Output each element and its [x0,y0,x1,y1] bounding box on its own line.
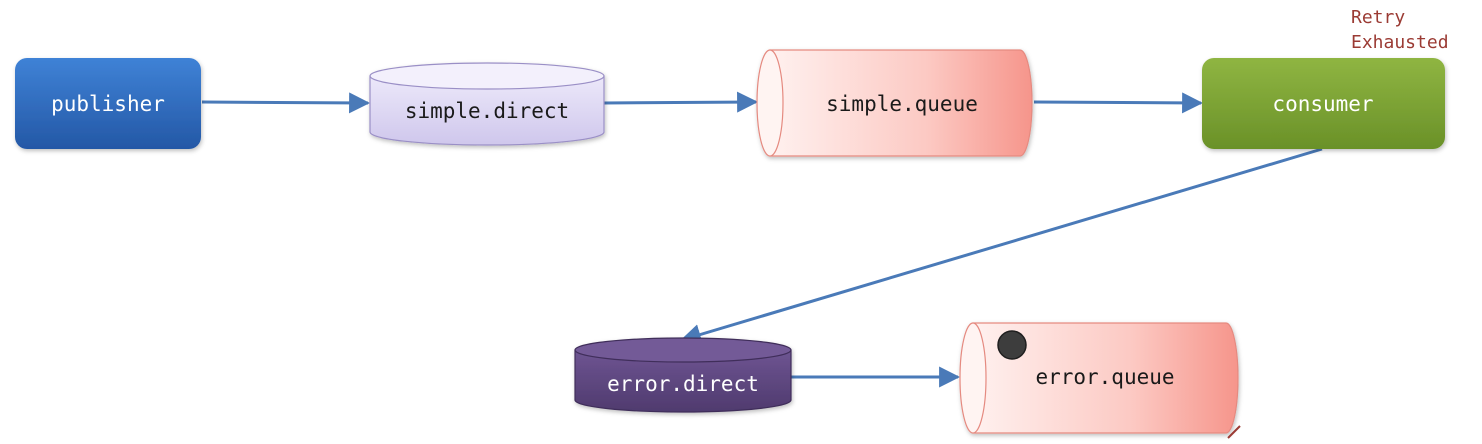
simple-queue-label: simple.queue [826,92,978,116]
error-direct-node [574,337,792,413]
error-direct-body [574,350,792,413]
simple-queue-end [756,49,784,157]
edge-publisher-to-simple-direct [201,92,371,114]
error-queue-body [972,322,1239,434]
error-direct-top [574,337,792,363]
pointer-mark [1227,425,1241,439]
edge-consumer-to-error-direct [679,147,1323,345]
simple-direct-body [369,76,605,146]
consumer-label: consumer [1272,92,1373,116]
simple-direct-top [369,62,605,90]
simple-direct-node [369,62,605,146]
annotation-retry: Retry [1351,7,1405,28]
simple-queue-node [756,49,1033,157]
consumer-box [1202,58,1445,149]
error-queue-label: error.queue [1035,365,1174,389]
error-queue-node [959,322,1239,434]
error-queue-end [959,322,987,434]
edge-simple-queue-to-consumer [1033,92,1204,114]
simple-direct-label: simple.direct [405,99,569,123]
message-dot [997,330,1027,360]
publisher-label: publisher [51,92,165,116]
error-direct-label: error.direct [607,372,759,396]
consumer-node [1202,58,1445,149]
publisher-box [15,58,201,149]
publisher-node [15,58,201,149]
edge-simple-direct-to-simple-queue [603,91,759,113]
annotation-exhausted: Exhausted [1351,32,1449,53]
simple-queue-body [769,49,1033,157]
